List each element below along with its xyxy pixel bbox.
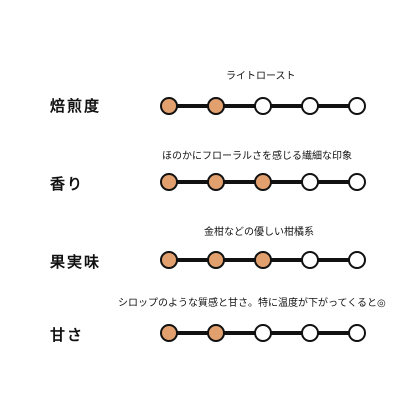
aroma-scale bbox=[160, 173, 366, 191]
rating-dot-empty bbox=[254, 97, 272, 115]
rating-dot-empty bbox=[348, 251, 366, 269]
sweetness-scale bbox=[160, 324, 366, 342]
fruitiness-scale bbox=[160, 251, 366, 269]
roast-scale bbox=[160, 97, 366, 115]
sweetness-label: 甘さ bbox=[50, 326, 85, 344]
rating-dot-filled bbox=[160, 97, 178, 115]
fruitiness-label: 果実味 bbox=[50, 253, 102, 271]
rating-dot-empty bbox=[348, 324, 366, 342]
rating-dot-empty bbox=[301, 324, 319, 342]
rating-dot-filled bbox=[207, 251, 225, 269]
rating-dot-filled bbox=[207, 324, 225, 342]
rating-dot-empty bbox=[348, 173, 366, 191]
rating-dot-filled bbox=[207, 173, 225, 191]
rating-dot-empty bbox=[301, 251, 319, 269]
rating-dot-empty bbox=[254, 324, 272, 342]
roast-label: 焙煎度 bbox=[50, 97, 102, 115]
rating-dot-filled bbox=[160, 251, 178, 269]
sweetness-description: シロップのような質感と甘さ。特に温度が下がってくると◎ bbox=[118, 298, 386, 309]
fruitiness-description: 金柑などの優しい柑橘系 bbox=[204, 227, 314, 238]
aroma-description: ほのかにフローラルさを感じる繊細な印象 bbox=[162, 151, 352, 162]
rating-dot-filled bbox=[160, 173, 178, 191]
rating-dot-filled bbox=[160, 324, 178, 342]
rating-dot-empty bbox=[301, 97, 319, 115]
rating-dot-filled bbox=[254, 251, 272, 269]
roast-description: ライトロースト bbox=[226, 71, 296, 82]
rating-dot-filled bbox=[254, 173, 272, 191]
aroma-label: 香り bbox=[50, 175, 85, 193]
rating-dot-empty bbox=[301, 173, 319, 191]
rating-dot-filled bbox=[207, 97, 225, 115]
rating-dot-empty bbox=[348, 97, 366, 115]
